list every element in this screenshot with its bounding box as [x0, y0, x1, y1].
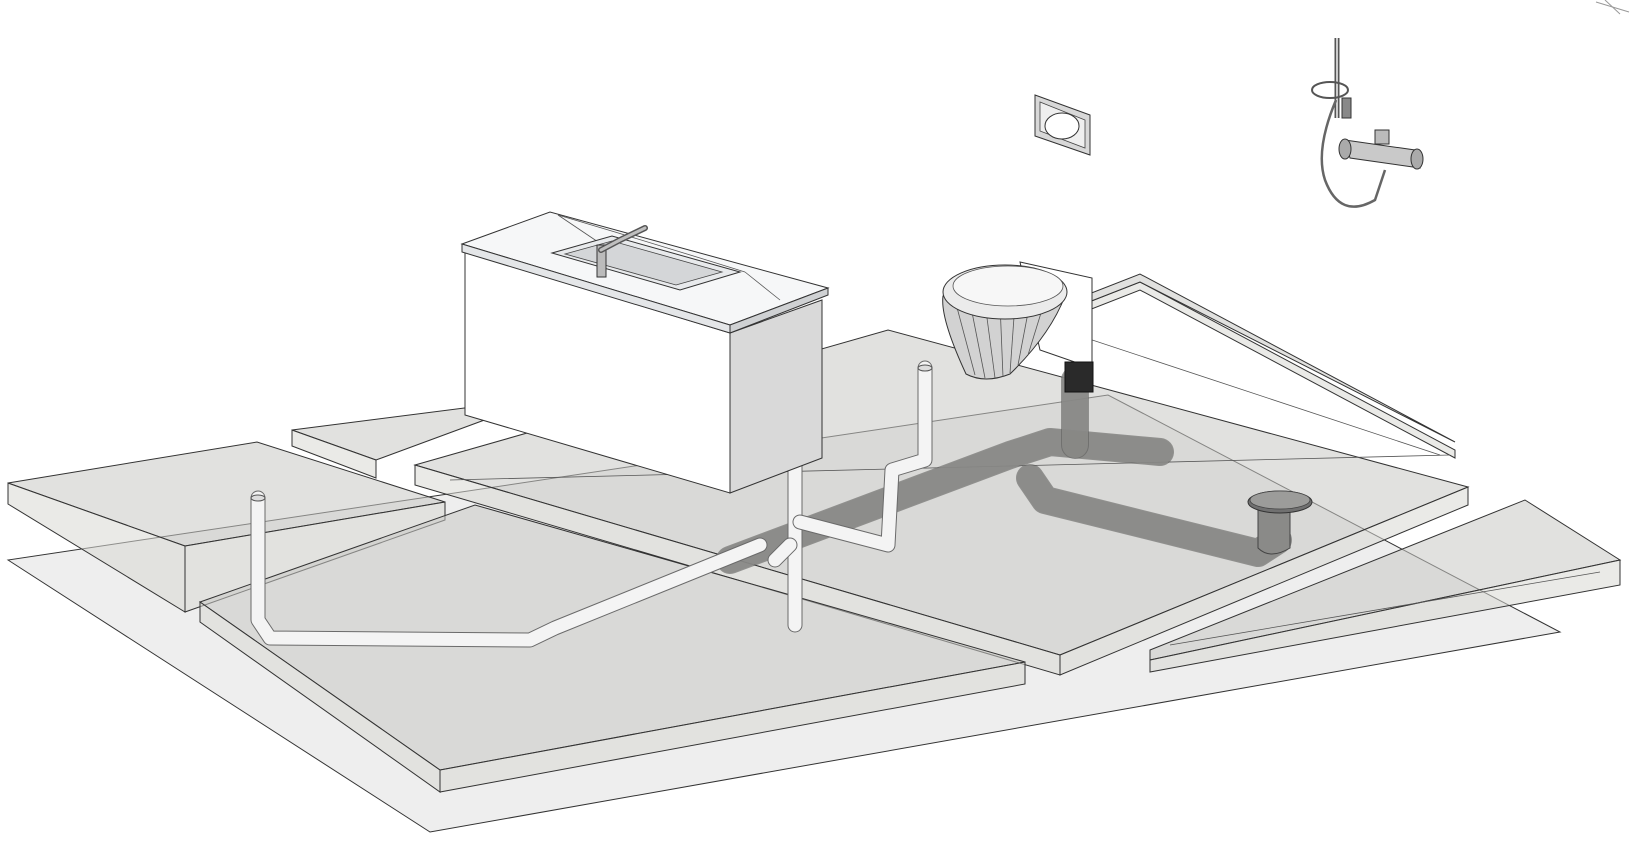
- view-corner-marker: [1595, 0, 1630, 15]
- flush-plate: [1034, 94, 1091, 156]
- wall-hung-toilet: [942, 261, 1094, 393]
- floor-drain: [1247, 490, 1313, 555]
- sink-cabinet: [460, 211, 830, 494]
- faucet: [596, 225, 648, 278]
- slab-right-front: [1149, 499, 1622, 673]
- shower-mixer: [1311, 38, 1424, 208]
- slab-left-front: [198, 504, 1026, 793]
